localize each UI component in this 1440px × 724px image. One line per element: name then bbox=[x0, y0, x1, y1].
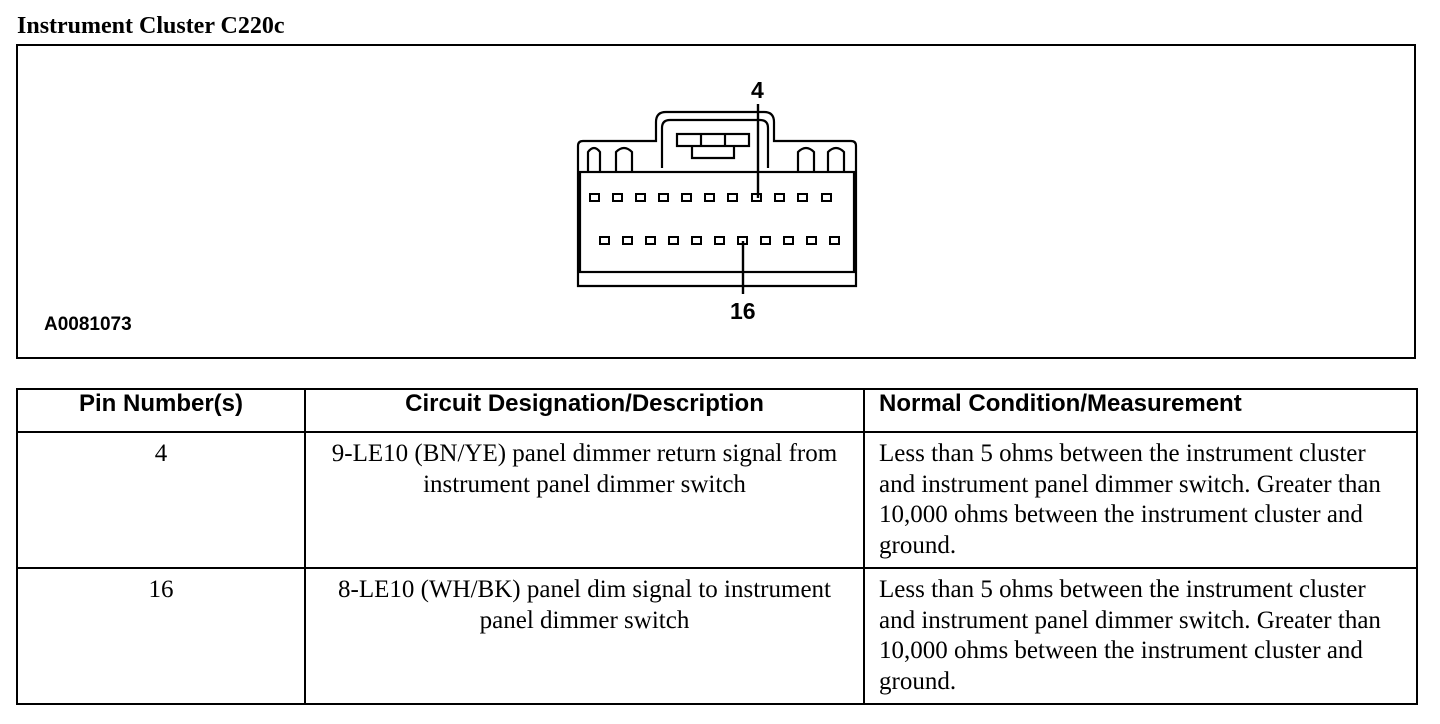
pin-number-cell: 4 bbox=[16, 431, 306, 569]
connector-pin-top bbox=[635, 193, 646, 202]
connector-diagram: 4 16 A0081073 bbox=[16, 44, 1416, 359]
connector-drawing bbox=[576, 104, 858, 294]
header-normal-condition: Normal Condition/Measurement bbox=[863, 388, 1418, 433]
connector-pin-bottom bbox=[783, 236, 794, 245]
connector-pin-top bbox=[589, 193, 600, 202]
page-title: Instrument Cluster C220c bbox=[17, 13, 285, 39]
connector-pin-bottom bbox=[714, 236, 725, 245]
connector-pin-top bbox=[797, 193, 808, 202]
connector-pin-bottom bbox=[806, 236, 817, 245]
connector-pin-bottom bbox=[599, 236, 610, 245]
connector-pin-top bbox=[612, 193, 623, 202]
connector-pin-top bbox=[658, 193, 669, 202]
table-row: 16 8-LE10 (WH/BK) panel dim signal to in… bbox=[16, 567, 1418, 705]
header-pin-number: Pin Number(s) bbox=[16, 388, 306, 433]
connector-pin-top bbox=[751, 193, 762, 202]
connector-pin-top bbox=[681, 193, 692, 202]
circuit-description-cell: 8-LE10 (WH/BK) panel dim signal to instr… bbox=[304, 567, 865, 705]
connector-pin-bottom bbox=[622, 236, 633, 245]
pin-number-cell: 16 bbox=[16, 567, 306, 705]
pin-4-callout: 4 bbox=[751, 77, 764, 103]
circuit-description-cell: 9-LE10 (BN/YE) panel dimmer return signa… bbox=[304, 431, 865, 569]
connector-pin-top bbox=[774, 193, 785, 202]
connector-pin-bottom bbox=[668, 236, 679, 245]
connector-pin-bottom bbox=[645, 236, 656, 245]
pin-16-callout: 16 bbox=[730, 298, 756, 324]
connector-pin-bottom bbox=[829, 236, 840, 245]
figure-id: A0081073 bbox=[44, 314, 132, 335]
measurement-cell: Less than 5 ohms between the instrument … bbox=[863, 567, 1418, 705]
connector-pin-top bbox=[704, 193, 715, 202]
connector-pin-bottom bbox=[760, 236, 771, 245]
table-row: 4 9-LE10 (BN/YE) panel dimmer return sig… bbox=[16, 431, 1418, 569]
connector-pin-bottom bbox=[691, 236, 702, 245]
measurement-cell: Less than 5 ohms between the instrument … bbox=[863, 431, 1418, 569]
pin-table: Pin Number(s) Circuit Designation/Descri… bbox=[16, 388, 1418, 705]
connector-pin-top bbox=[821, 193, 832, 202]
connector-pin-top bbox=[727, 193, 738, 202]
table-header-row: Pin Number(s) Circuit Designation/Descri… bbox=[16, 388, 1418, 433]
header-circuit-description: Circuit Designation/Description bbox=[304, 388, 865, 433]
